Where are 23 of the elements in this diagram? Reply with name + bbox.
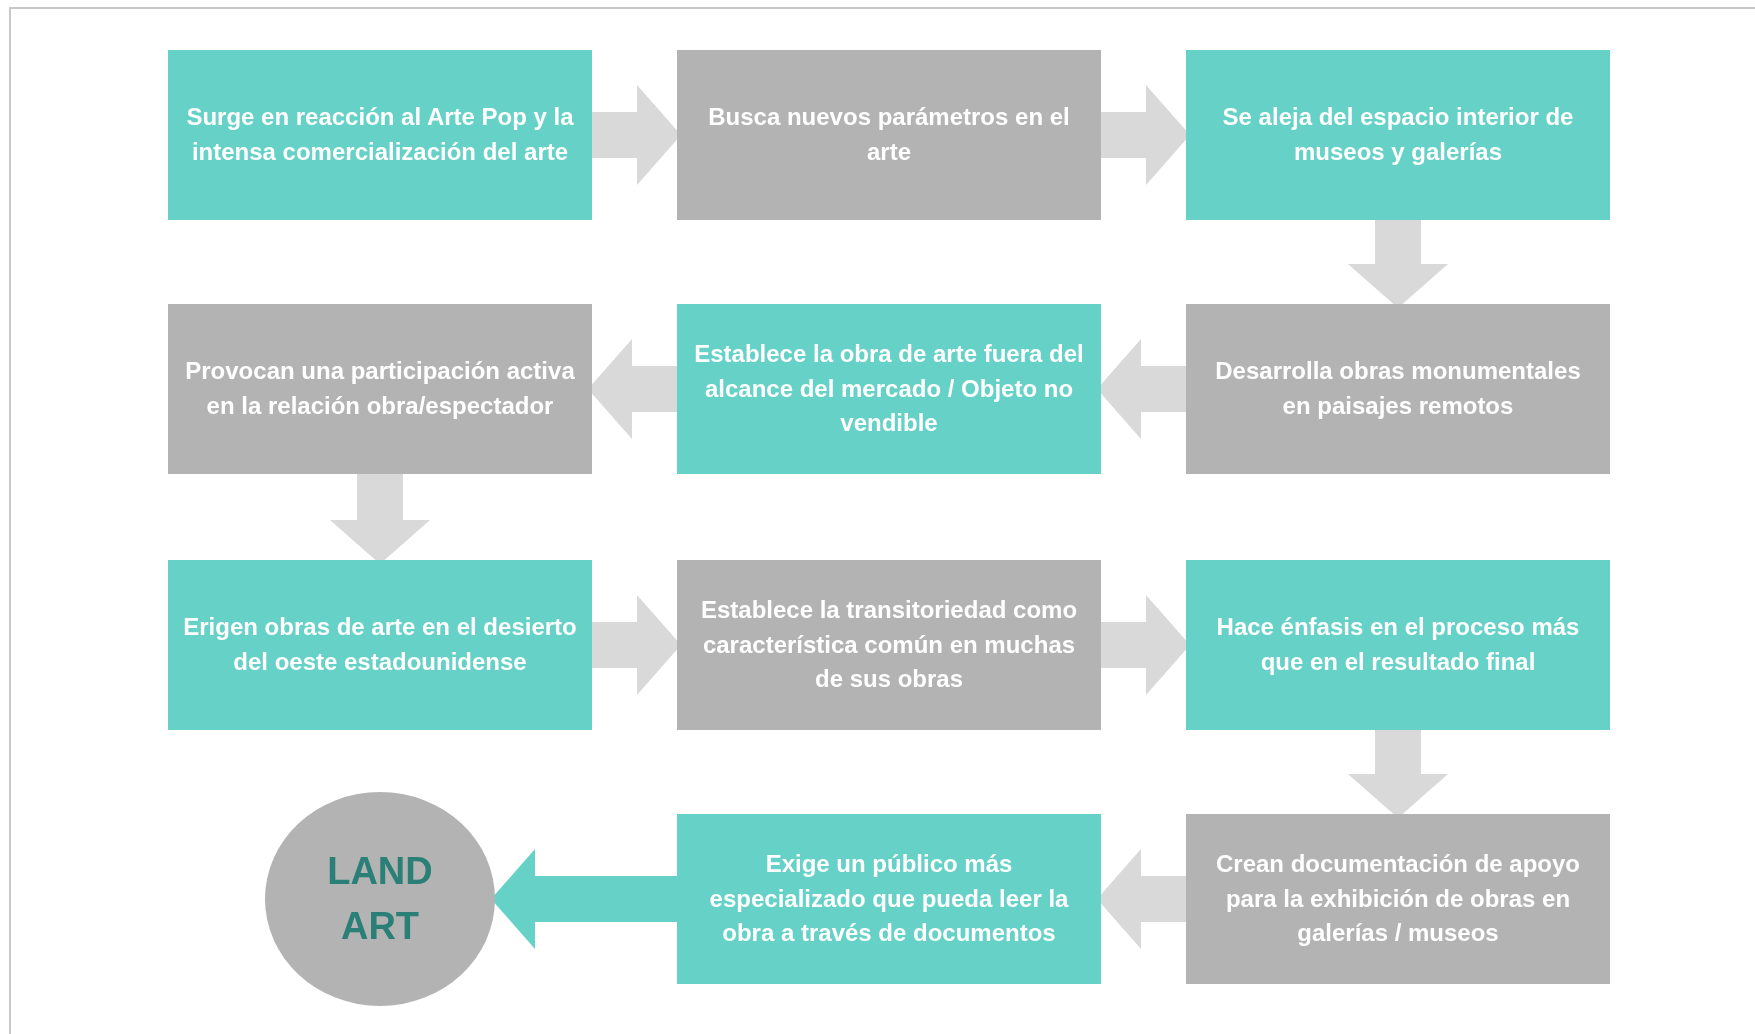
process-box	[1186, 814, 1610, 984]
node-label: Surge en reacción al Arte Pop y la intensa comercialización del arte	[185, 102, 575, 167]
node-label: Establece la obra de arte fuera del alcance del mercado / Objeto no vendible	[693, 338, 1085, 439]
node-label: Erigen obras de arte en el desierto del oeste estadounidense	[182, 612, 578, 677]
process-box	[677, 304, 1101, 474]
process-box	[168, 560, 592, 730]
process-box	[168, 50, 592, 220]
node-label: Crean documentación de apoyo para la exhibición de obras en galerías / museos	[1214, 848, 1582, 949]
node-label: LAND ART	[326, 848, 434, 949]
node-label: Se aleja del espacio interior de museos y galerías	[1221, 102, 1575, 167]
node-label: Hace énfasis en el proceso más que en el resultado final	[1215, 612, 1581, 677]
process-box	[1186, 304, 1610, 474]
process-box	[1186, 50, 1610, 220]
node-label: Busca nuevos parámetros en el arte	[707, 102, 1071, 167]
node-label: Desarrolla obras monumentales en paisajes remotos	[1214, 356, 1582, 421]
process-box	[677, 560, 1101, 730]
process-box	[168, 304, 592, 474]
process-box	[677, 814, 1101, 984]
process-box	[1186, 560, 1610, 730]
node-label: Establece la transitoriedad como característica común en muchas de sus obras	[699, 594, 1079, 695]
process-box	[677, 50, 1101, 220]
node-label: Exige un público más especializado que pueda leer la obra a través de documentos	[708, 848, 1070, 949]
node-label: Provocan una participación activa en la relación obra/espectador	[184, 356, 576, 421]
